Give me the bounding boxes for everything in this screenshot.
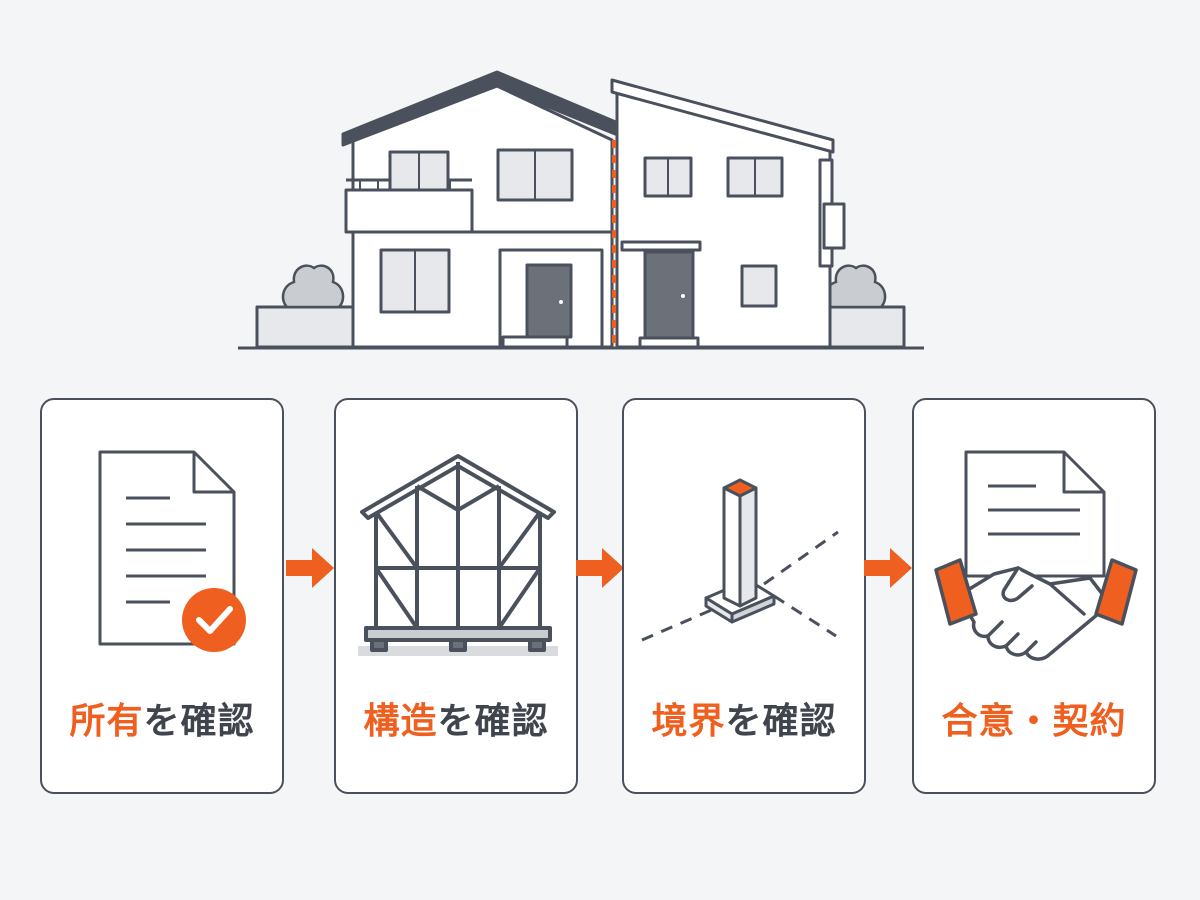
right-roof [610,78,835,154]
step-card-ownership: 所有を確認 [40,398,284,794]
window [740,264,778,308]
house-illustration [238,70,924,350]
arrow-right-icon [576,548,624,588]
garden-wall-left [255,305,359,349]
door-left [525,263,573,339]
step-label: 構造を確認 [363,701,549,742]
step-card-agreement: 合意・契約 [912,398,1156,794]
handshake-contract-icon [934,450,1138,661]
step-card-boundary: 境界を確認 [622,398,866,794]
step-label: 合意・契約 [941,701,1127,742]
step-card-structure: 構造を確認 [334,398,578,794]
step-label: 所有を確認 [69,701,255,742]
shrub-left [281,264,345,309]
house-frame-icon [358,454,558,656]
shrub-right [823,264,887,309]
door-right [643,250,695,340]
arrow-right-icon [864,548,912,588]
balcony [344,188,474,234]
step-label: 境界を確認 [651,701,837,742]
arrow-right-icon [286,548,334,588]
document-check-icon [98,450,246,652]
boundary-marker-icon [641,478,839,642]
